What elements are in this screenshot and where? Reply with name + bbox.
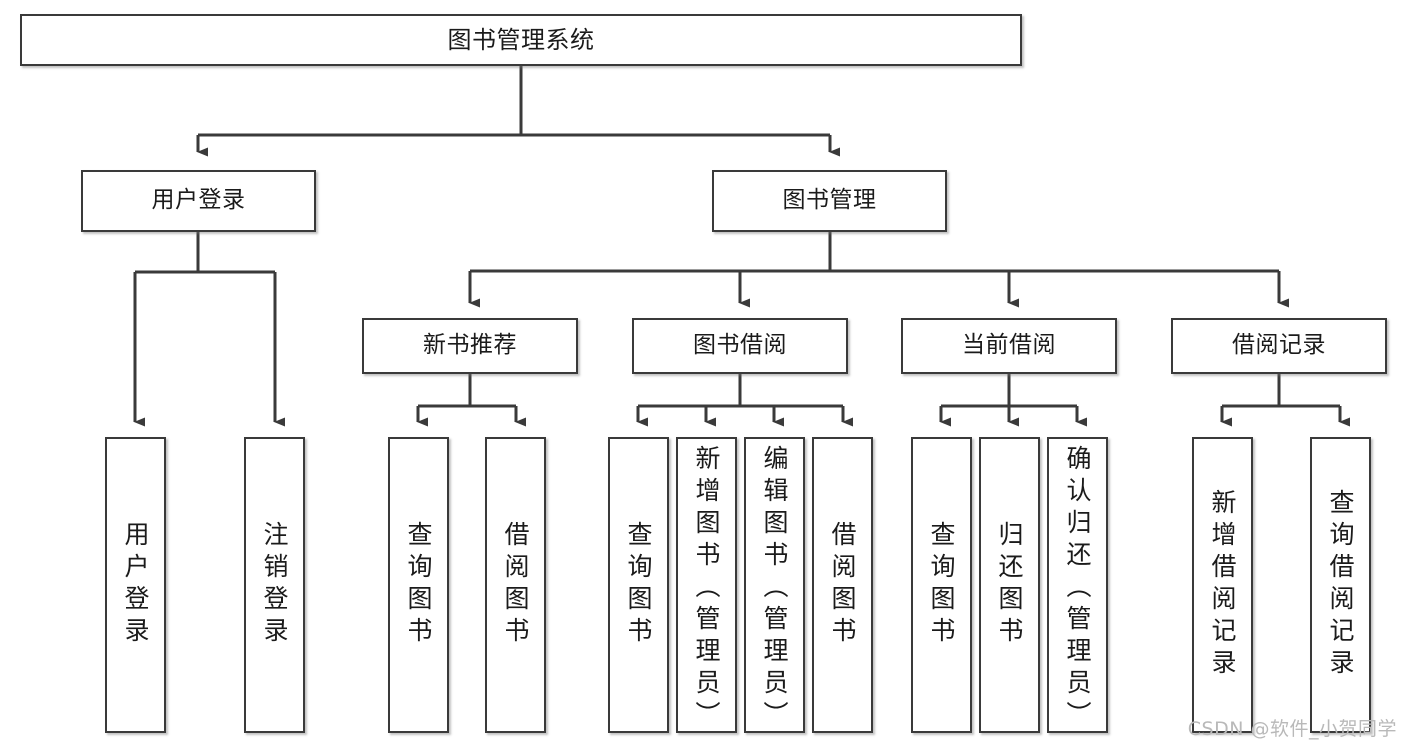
leaf-new-books-borrow-book[interactable]: 借阅图书 [485, 437, 546, 733]
node-user-login[interactable]: 用户登录 [81, 170, 316, 232]
leaf-current-return-book[interactable]: 归还图书 [979, 437, 1040, 733]
node-label: 查询图书 [927, 521, 956, 649]
node-label: 用户登录 [121, 521, 150, 649]
node-label: 借阅图书 [501, 521, 530, 649]
leaf-borrow-edit-book-admin[interactable]: 编辑图书（管理员） [744, 437, 805, 733]
node-label: 当前借阅 [962, 332, 1056, 359]
node-label: 编辑图书（管理员） [760, 445, 789, 733]
leaf-borrow-query-book[interactable]: 查询图书 [608, 437, 669, 733]
node-label: 图书借阅 [693, 332, 787, 359]
leaf-new-books-query-book[interactable]: 查询图书 [388, 437, 449, 733]
leaf-user-login-sign-out[interactable]: 注销登录 [244, 437, 305, 733]
leaf-records-query-record[interactable]: 查询借阅记录 [1310, 437, 1371, 733]
node-label: 查询图书 [404, 521, 433, 649]
node-current-borrowing[interactable]: 当前借阅 [901, 318, 1117, 374]
node-label: 图书管理 [782, 187, 877, 214]
node-label: 确认归还（管理员） [1063, 445, 1092, 733]
node-new-book-recommendation[interactable]: 新书推荐 [362, 318, 578, 374]
node-label: 新书推荐 [423, 332, 517, 359]
node-label: 用户登录 [151, 187, 246, 214]
node-label: 注销登录 [260, 521, 289, 649]
leaf-borrow-add-book-admin[interactable]: 新增图书（管理员） [676, 437, 737, 733]
leaf-current-confirm-return-admin[interactable]: 确认归还（管理员） [1047, 437, 1108, 733]
node-label: 借阅图书 [828, 521, 857, 649]
leaf-current-query-book[interactable]: 查询图书 [911, 437, 972, 733]
node-borrowing-records[interactable]: 借阅记录 [1171, 318, 1387, 374]
node-book-borrowing[interactable]: 图书借阅 [632, 318, 848, 374]
node-label: 归还图书 [995, 521, 1024, 649]
leaf-borrow-borrow-book[interactable]: 借阅图书 [812, 437, 873, 733]
node-label: 新增图书（管理员） [692, 445, 721, 733]
node-label: 图书管理系统 [447, 25, 595, 54]
node-book-management[interactable]: 图书管理 [712, 170, 947, 232]
node-label: 借阅记录 [1232, 332, 1326, 359]
node-label: 查询借阅记录 [1326, 489, 1355, 681]
node-label: 新增借阅记录 [1208, 489, 1237, 681]
node-root-book-management-system[interactable]: 图书管理系统 [20, 14, 1022, 66]
leaf-records-add-record[interactable]: 新增借阅记录 [1192, 437, 1253, 733]
csdn-watermark: CSDN @软件_小贺同学 [1187, 718, 1397, 740]
leaf-user-login-sign-in[interactable]: 用户登录 [105, 437, 166, 733]
node-label: 查询图书 [624, 521, 653, 649]
